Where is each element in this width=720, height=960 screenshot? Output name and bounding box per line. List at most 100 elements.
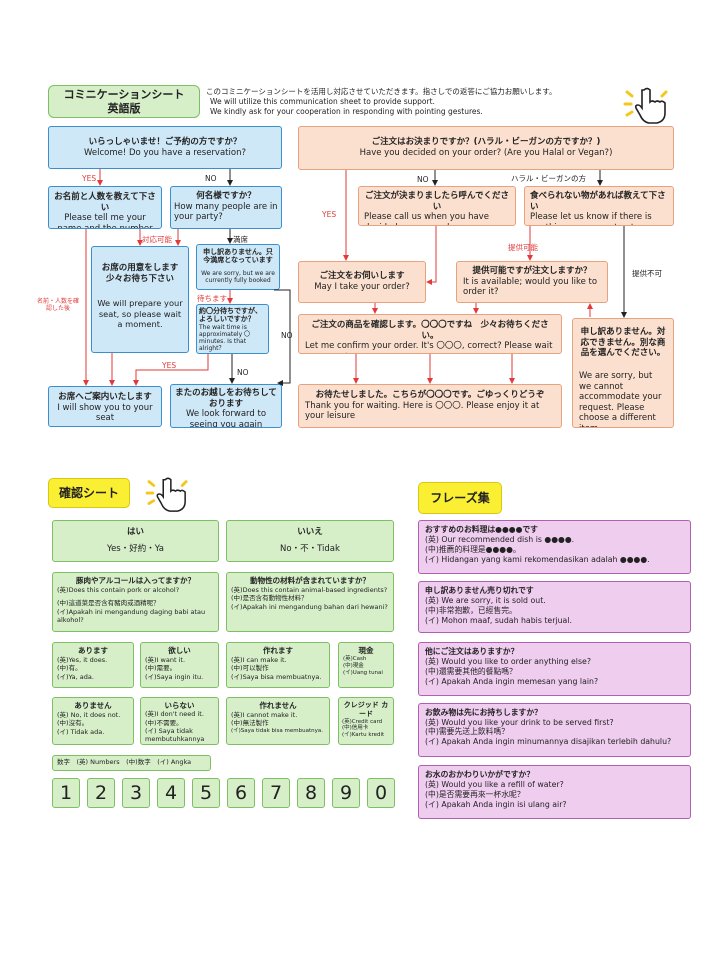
number-button-2[interactable]: 2 (87, 778, 115, 808)
available-jp: 提供可能ですが注文しますか？ (472, 266, 592, 276)
cannot-eat-box: 食べられない物があれば教えて下さい Please let us know if … (524, 186, 674, 226)
served-jp: お待たせしました。こちらが〇〇〇です。ごゆっくりどうぞ (315, 390, 545, 400)
cant-en: (英)I cannot make it. (231, 710, 298, 719)
pork-card[interactable]: 豚肉やアルコールは入ってますか？ (英)Does this contain po… (52, 572, 219, 632)
cant-zh: (中)無法製作 (231, 719, 269, 728)
number-button-0[interactable]: 0 (367, 778, 395, 808)
pointing-hand-icon (145, 477, 188, 512)
available-box: 提供可能ですが注文しますか？ It is available; would yo… (456, 261, 608, 303)
party-jp: 何名様ですか？ (196, 191, 256, 201)
animal-q: 動物性の材料が含まれていますか？ (250, 576, 370, 585)
pointing-hand-icon (623, 87, 668, 124)
no-card[interactable]: いいえ No・不・Tidak (226, 520, 394, 562)
phrase-card-1[interactable]: おすすめのお料理は●●●●です (英) Our recommended dish… (418, 520, 691, 574)
phrase-1-id: (イ) Hidangan yang kami rekomendasikan ad… (425, 555, 650, 565)
label-yes: YES (82, 174, 97, 183)
phrase-card-4[interactable]: お飲み物は先にお持ちしますか？ (英) Would you like your … (418, 703, 691, 757)
dont-title: いらない (164, 701, 195, 710)
dont-en: (英)I don't need it. (145, 710, 204, 719)
sorry-en: We are sorry, but we cannot accommodate … (579, 370, 662, 427)
sorry-jp: 申し訳ありません。対応できません。別な商品を選んでください。 (580, 327, 666, 359)
phrase-5-title: お水のおかわりいかがですか？ (425, 770, 535, 779)
number-button-4[interactable]: 4 (157, 778, 185, 808)
phrase-4-en: (英) Would you like your drink to be serv… (425, 717, 614, 727)
cant-id: (イ)Saya tidak bisa membuatnya. (231, 727, 323, 734)
phrase-4-zh: (中)需要先送上飲料嗎？ (425, 727, 510, 737)
dont-card[interactable]: いらない (英)I don't need it. (中)不需要。 (イ) Say… (140, 697, 219, 745)
cash-card[interactable]: 現金 (英)Cash (中)現金 (イ)Uang tunai (338, 642, 394, 688)
guide-en: I will show you to your seat (57, 402, 153, 424)
phrase-2-id: (イ) Mohon maaf, sudah habis terjual. (425, 616, 572, 626)
want-card[interactable]: 欲しい (英)I want it. (中)需要。 (イ)Saya ingin i… (140, 642, 219, 688)
guide-box: お席へご案内いたします I will show you to your seat (48, 386, 162, 427)
phrase-card-3[interactable]: 他にご注文はありますか？ (英) Would you like to order… (418, 642, 691, 696)
served-box: お待たせしました。こちらが〇〇〇です。ごゆっくりどうぞ Thank you fo… (298, 384, 562, 428)
card-title: クレジッド カード (343, 701, 389, 718)
cash-title: 現金 (358, 646, 374, 655)
dont-zh: (中)不需要。 (145, 718, 183, 727)
name-jp: お名前と人数を教えて下さい (54, 192, 156, 213)
order-en: Have you decided on your order? (Are you… (359, 147, 613, 158)
have-en: (英)Yes, it does. (57, 655, 108, 664)
label-yes2: YES (162, 361, 177, 370)
number-button-8[interactable]: 8 (297, 778, 325, 808)
have-id: (イ)Ya, ada. (57, 672, 94, 681)
sheet-title-line2: 英語版 (107, 102, 141, 115)
label-no2: NO (237, 368, 249, 377)
take-order-en: May I take your order? (314, 281, 410, 292)
take-order-box: ご注文をお伺いします May I take your order? (298, 261, 426, 303)
available-en: It is available; would you like to order… (463, 276, 598, 298)
phrase-3-title: 他にご注文はありますか？ (425, 647, 519, 656)
number-button-3[interactable]: 3 (122, 778, 150, 808)
card-en: (英)Credit card (342, 718, 383, 725)
pork-q: 豚肉やアルコールは入ってますか？ (75, 576, 196, 585)
card-card[interactable]: クレジッド カード (英)Credit card (中)信用卡 (イ)Kartu… (338, 697, 394, 745)
number-button-1[interactable]: 1 (52, 778, 80, 808)
cash-id: (イ)Uang tunai (343, 670, 383, 677)
phrase-1-en: (英) Our recommended dish is ●●●●. (425, 535, 575, 545)
cannot-eat-jp: 食べられない物があれば教えて下さい (530, 191, 666, 212)
can-title: 作れます (263, 646, 293, 655)
can-en: (英)I can make it. (231, 655, 287, 664)
phrase-card-2[interactable]: 申し訳ありません売り切れです (英) We are sorry, it is s… (418, 581, 691, 633)
prepare-jp: お席の用意をします 少々お待ち下さい (101, 263, 179, 284)
want-title: 欲しい (168, 646, 191, 655)
number-button-5[interactable]: 5 (192, 778, 220, 808)
label-available: 対応可能 (142, 235, 172, 244)
label-no: NO (205, 174, 217, 183)
animal-card[interactable]: 動物性の材料が含まれていますか？ (英)Does this contain an… (226, 572, 394, 632)
yes-card[interactable]: はい Yes・好約・Ya (52, 520, 219, 562)
label-yes-right: YES (322, 210, 337, 219)
take-order-jp: ご注文をお伺いします (319, 271, 405, 281)
yes-title: はい (126, 527, 144, 537)
label-cannot-provide: 提供不可 (632, 269, 662, 278)
have-card[interactable]: あります (英)Yes, it does. (中)有。 (イ)Ya, ada. (52, 642, 134, 688)
welcome-box: いらっしゃいませ！ご予約の方ですか？ Welcome! Do you have … (48, 126, 282, 169)
none-card[interactable]: ありません (英) No, it does not. (中)沒有。 (イ) Ti… (52, 697, 134, 745)
pork-zh: (中)這道菜是否含有豬肉或酒精呢？ (57, 599, 160, 608)
phrase-card-5[interactable]: お水のおかわりいかがですか？ (英) Would you like a refi… (418, 765, 691, 819)
label-no3: NO (281, 331, 293, 340)
label-can-provide: 提供可能 (508, 243, 538, 252)
phrase-3-en: (英) Would you like to order anything els… (425, 657, 591, 667)
phrase-3-zh: (中)還需要其他的餐點嗎？ (425, 667, 517, 677)
phrase-3-id: (イ) Apakah Anda ingin memesan yang lain? (425, 677, 599, 687)
label-halal: ハラル・ビーガンの方 (511, 174, 586, 183)
number-button-6[interactable]: 6 (227, 778, 255, 808)
prepare-box: お席の用意をします 少々お待ち下さい We will prepare your … (91, 246, 189, 353)
prepare-en: We will prepare your seat, so please wai… (97, 298, 183, 329)
none-zh: (中)沒有。 (57, 719, 89, 728)
can-card[interactable]: 作れます (英)I can make it. (中)可以製作 (イ)Saya b… (226, 642, 330, 688)
number-button-7[interactable]: 7 (262, 778, 290, 808)
pork-en: (英)Does this contain pork or alcohol? (57, 585, 180, 594)
booked-box: 申し訳ありません。只今満席となっています We are sorry, but w… (196, 244, 280, 290)
welcome-en: Welcome! Do you have a reservation? (84, 147, 246, 158)
want-en: (英)I want it. (145, 655, 186, 664)
intro-en1: We will utilize this communication sheet… (210, 97, 435, 106)
cant-card[interactable]: 作れません (英)I cannot make it. (中)無法製作 (イ)Sa… (226, 697, 330, 745)
cash-zh: (中)現金 (343, 662, 364, 669)
sorry-box: 申し訳ありません。対応できません。別な商品を選んでください。 We are so… (572, 318, 674, 428)
cant-title: 作れません (259, 701, 297, 710)
phrase-1-title: おすすめのお料理は●●●●です (425, 525, 538, 534)
number-button-9[interactable]: 9 (332, 778, 360, 808)
